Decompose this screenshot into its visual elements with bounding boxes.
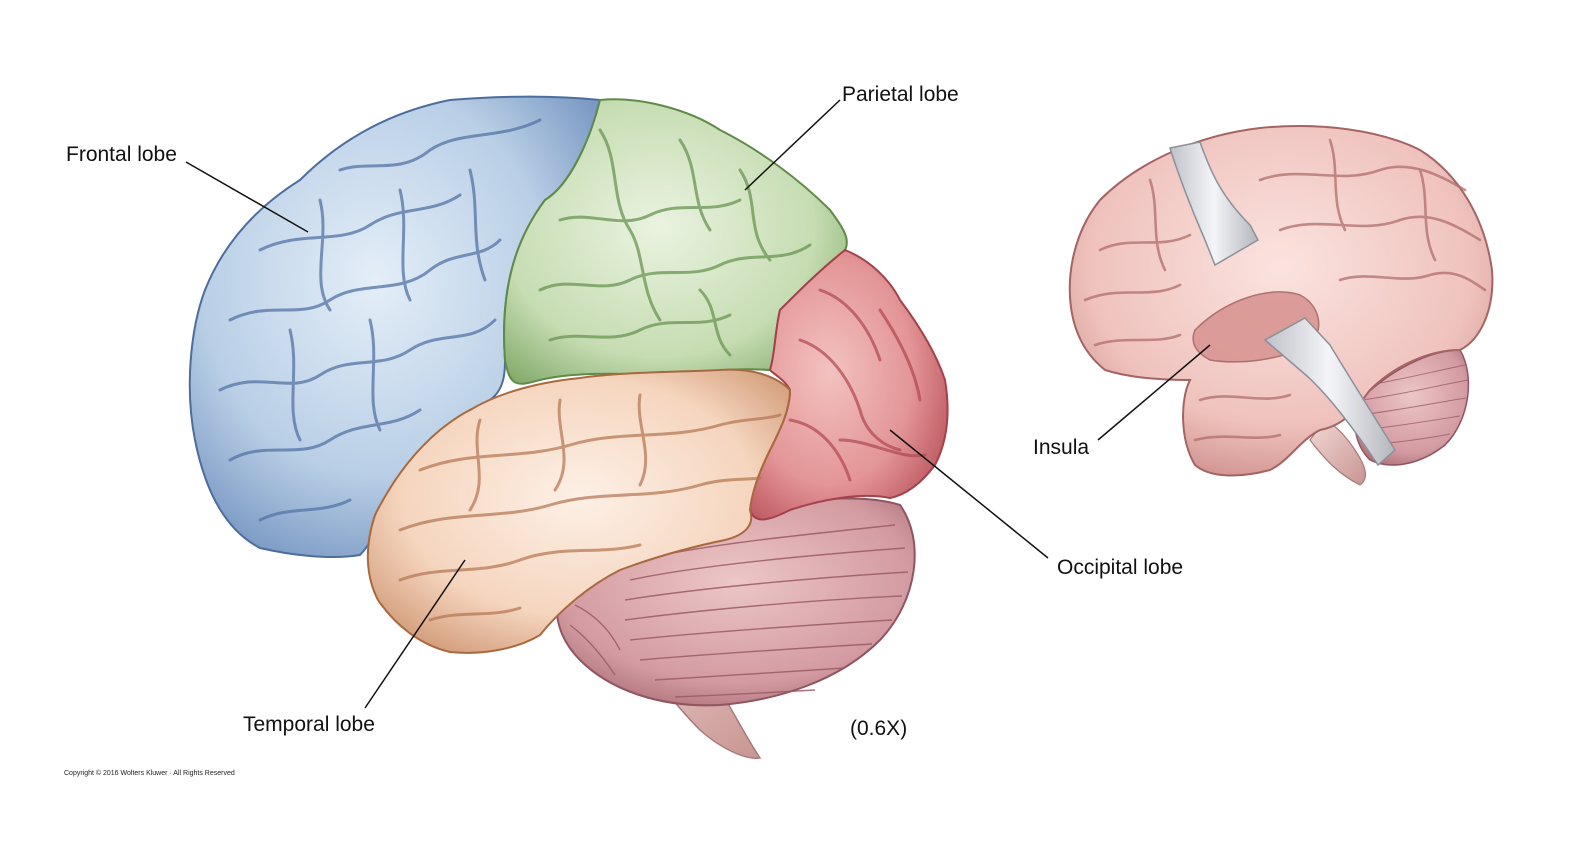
main-brain [188,95,949,759]
parietal-lobe-label: Parietal lobe [842,83,959,106]
frontal-lobe-label: Frontal lobe [66,143,177,166]
retractor-upper [1169,141,1260,267]
temporal-lobe-label: Temporal lobe [243,713,375,736]
retractor-lower [1263,317,1396,467]
parietal-gyri [538,128,812,357]
magnification-label: (0.6X) [850,717,908,740]
temporal-gyri [398,393,782,622]
frontal-gyri [218,118,542,522]
leader-line-temporal [364,559,466,709]
insula-label: Insula [1033,436,1090,459]
temporal-lobe-region [366,368,792,654]
leader-line-frontal [185,161,309,233]
leader-line-occipital [889,429,1049,559]
occipital-gyri [788,288,927,482]
leader-line-insula [1097,344,1211,441]
insula-gyri [1083,138,1487,442]
leader-line-parietal [744,99,841,191]
leader-lines [185,99,1211,709]
insula-brain [1068,125,1494,486]
occipital-lobe-label: Occipital lobe [1057,556,1184,579]
copyright-notice: Copyright © 2016 Wolters Kluwer · All Ri… [64,770,235,777]
insula-brainstem [1309,419,1367,486]
parietal-lobe-region [503,98,848,385]
